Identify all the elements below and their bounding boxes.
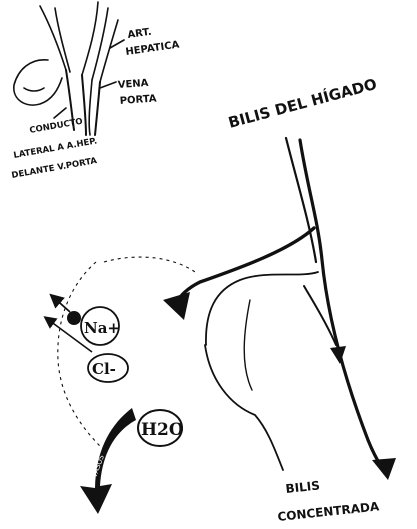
label-bile-concentrated-2: CONCENTRADA	[277, 499, 381, 524]
sodium-label: Na+	[84, 319, 120, 337]
water-label: H2O	[141, 420, 184, 440]
anatomy-sketch	[14, 2, 124, 135]
label-duct-note-3: DELANTE V.PORTA	[11, 156, 98, 181]
label-portal-vein-1: VENA	[117, 78, 149, 91]
label-portal-vein-2: PORTA	[119, 93, 157, 107]
concentrated-bile-line	[205, 345, 283, 470]
label-bile-from-liver: BILIS DEL HÍGADO	[226, 74, 379, 132]
pointer-duct	[54, 108, 66, 118]
label-duct-note-1: CONDUCTO	[29, 117, 84, 136]
branch-to-gallbladder	[176, 228, 314, 304]
label-hepatic-artery-2: HEPATICA	[125, 39, 180, 57]
pointer-porta	[100, 82, 116, 88]
main-bile-duct-line	[300, 140, 385, 472]
water-out-arrow: VASOS H2O	[80, 408, 184, 514]
label-hepatic-artery-1: ART.	[127, 27, 152, 41]
bile-flow-lines	[176, 138, 385, 472]
transporter-dot	[67, 311, 81, 325]
arrowhead-gallbladder	[163, 292, 190, 320]
liver-lobe-outline	[14, 60, 62, 105]
label-bile-concentrated-1: BILIS	[285, 478, 321, 496]
inner-return-line	[206, 272, 318, 345]
chloride-label: Cl-	[92, 360, 116, 378]
water-arrow-text: VASOS	[90, 453, 106, 478]
arrowhead-main	[372, 458, 396, 480]
ion-exchange: Na+ Cl-	[46, 296, 128, 382]
arrowhead-inner	[330, 346, 346, 364]
